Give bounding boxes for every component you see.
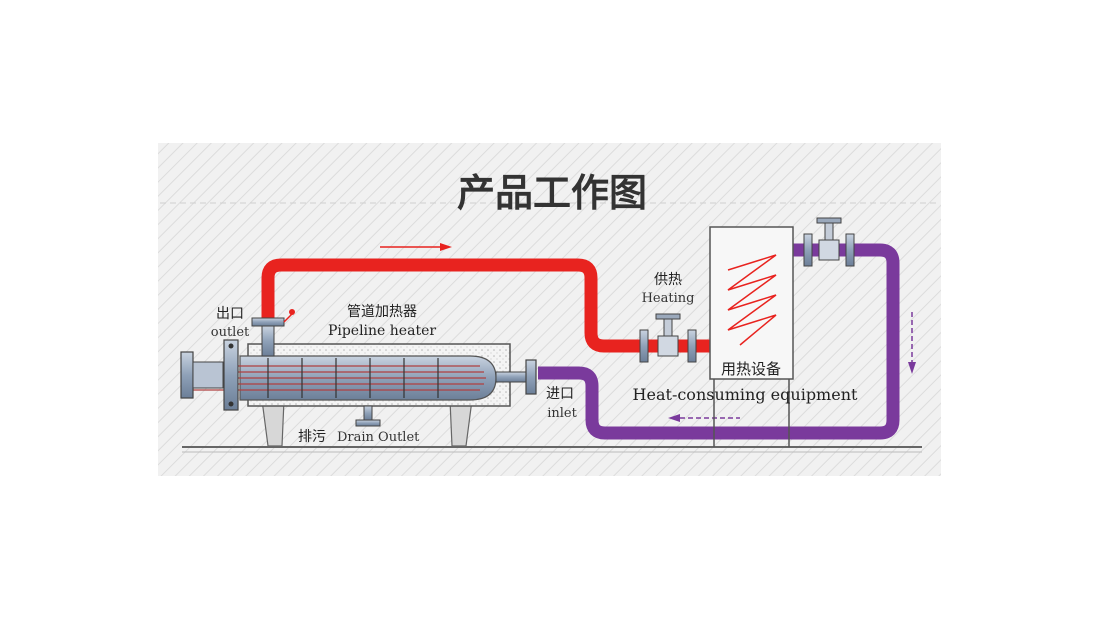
- heater-label-en: Pipeline heater: [328, 323, 436, 339]
- drain-nozzle: [355, 405, 381, 427]
- drain-label-cn: 排污: [298, 429, 326, 445]
- outlet-label-en: outlet: [211, 325, 250, 340]
- gate-valve-icon: [803, 217, 855, 267]
- equipment-label-cn: 用热设备: [721, 360, 781, 378]
- drain-label-en: Drain Outlet: [337, 430, 420, 445]
- heater-baffles: [267, 358, 439, 398]
- heating-label-cn: 供热: [654, 272, 682, 288]
- outlet-label-cn: 出口: [216, 306, 244, 322]
- flow-direction-arrow-icon: [380, 243, 452, 251]
- heating-label-en: Heating: [642, 291, 695, 306]
- gate-valve-icon: [639, 313, 697, 363]
- return-flow-arrow-icon: [908, 312, 916, 374]
- ground: [182, 446, 922, 453]
- inlet-nozzle: [495, 359, 537, 395]
- diagram-background: [158, 143, 941, 476]
- inlet-label-cn: 进口: [546, 386, 574, 402]
- return-flow-arrow-icon: [668, 414, 740, 422]
- heating-coil: [727, 254, 777, 346]
- heater-flange-head: [180, 339, 239, 411]
- page-title: 产品工作图: [457, 171, 647, 215]
- return-pipe: [538, 243, 900, 440]
- equipment-legs: [713, 379, 790, 447]
- outlet-nozzle: [251, 309, 295, 357]
- equipment-label-en: Heat-consuming equipment: [633, 385, 858, 404]
- inlet-label-en: inlet: [547, 406, 577, 421]
- heater-label-cn: 管道加热器: [347, 304, 417, 320]
- hot-supply-pipe: [261, 258, 712, 353]
